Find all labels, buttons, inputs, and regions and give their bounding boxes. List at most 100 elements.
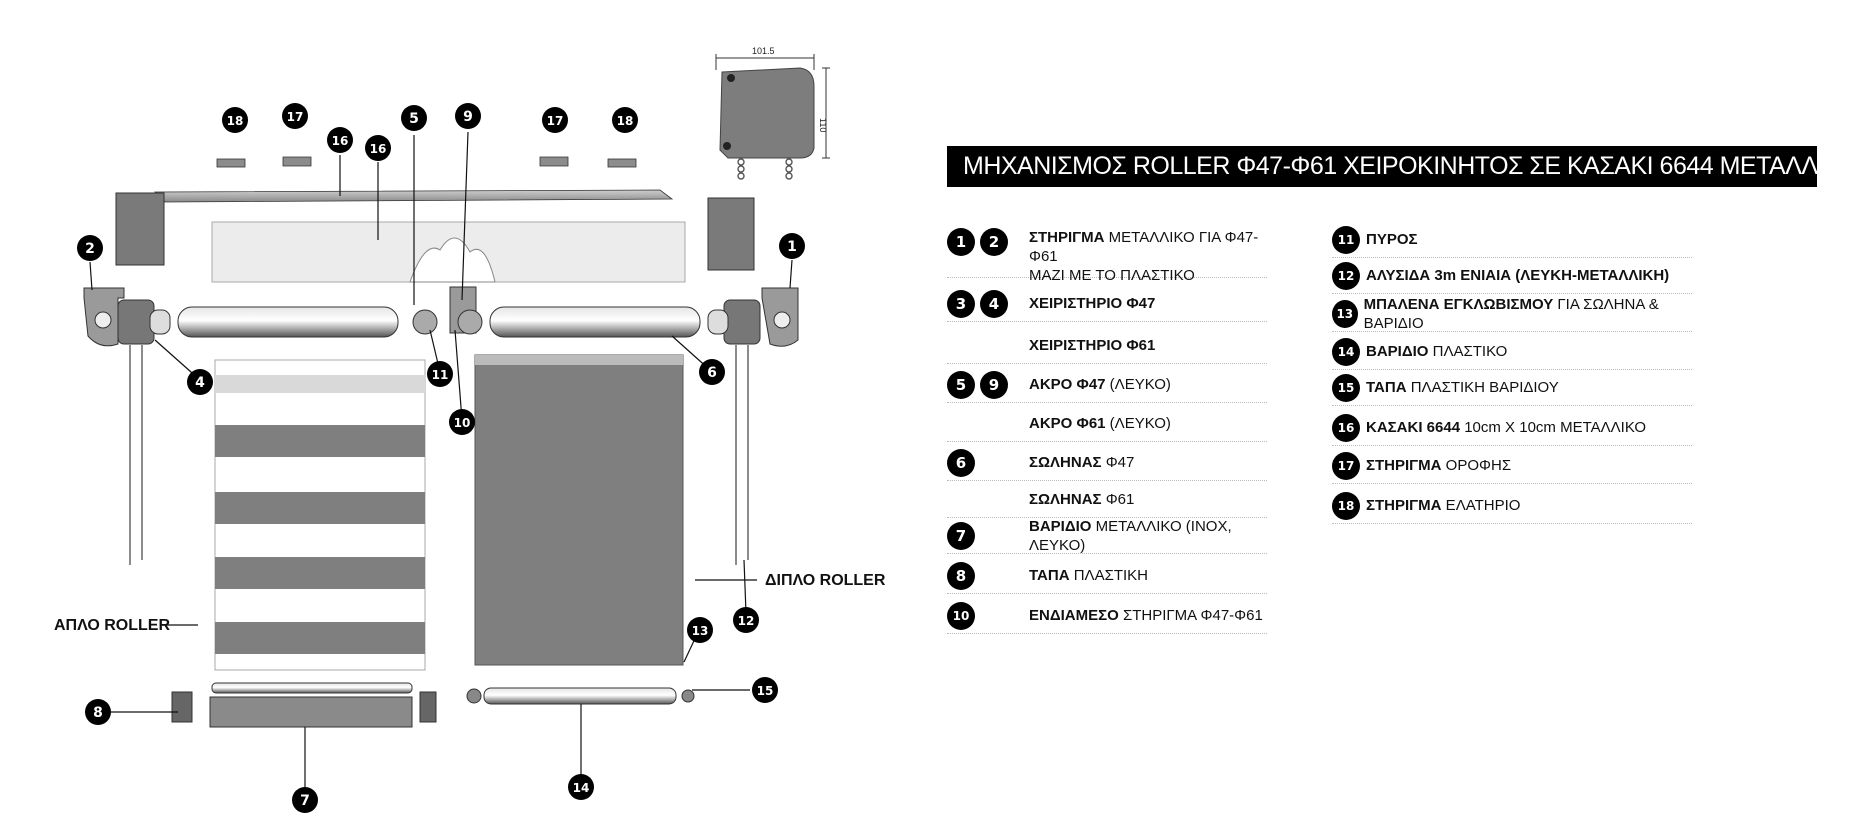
legend-label-rest: ΓΙΑ ΣΩΛΗΝΑ & ΒΑΡΙΔΙΟ <box>1363 295 1659 332</box>
legend-label-rest: 10cm Χ 10cm ΜΕΤΑΛΛΙΚΟ <box>1460 419 1647 436</box>
legend-badges: 8 <box>947 561 1023 590</box>
legend-badges: 13 <box>1332 299 1358 328</box>
exploded-diagram: 101.5 110 <box>54 46 886 813</box>
callout-1: 1 <box>779 233 805 259</box>
legend-item: 10 ΕΝΔΙΑΜΕΣΟ ΣΤΗΡΙΓΜΑ Φ47-Φ61 <box>947 598 1267 634</box>
legend-label: ΒΑΡΙΔΙΟ ΜΕΤΑΛΛΙΚΟ (ΙΝΟΧ, ΛΕΥΚΟ) <box>1029 517 1267 555</box>
legend-item: 11 ΠΥΡΟΣ <box>1332 222 1692 258</box>
legend-number-badge: 6 <box>947 448 975 477</box>
legend-badges: 11 <box>1332 225 1360 254</box>
legend-number-badge: 3 <box>947 289 975 318</box>
legend-label-strong: ΣΤΗΡΙΓΜΑ <box>1366 457 1442 474</box>
legend-badges: 16 <box>1332 413 1360 442</box>
svg-text:13: 13 <box>692 624 709 638</box>
legend-label-rest: (ΛΕΥΚΟ) <box>1105 415 1171 432</box>
legend-label-strong: ΠΥΡΟΣ <box>1366 231 1418 248</box>
callout-4: 4 <box>187 369 213 395</box>
legend-badges: 7 <box>947 521 1023 550</box>
callout-14: 14 <box>568 774 594 800</box>
legend-badges: 12 <box>1332 261 1360 290</box>
legend-label: ΒΑΡΙΔΙΟ ΠΛΑΣΤΙΚΟ <box>1366 342 1507 361</box>
svg-text:7: 7 <box>300 793 310 809</box>
legend-number-badge: 18 <box>1332 491 1360 520</box>
svg-text:17: 17 <box>287 110 304 124</box>
svg-text:5: 5 <box>409 111 419 127</box>
legend-number-badge: 5 <box>947 370 975 399</box>
callout-7: 7 <box>292 787 318 813</box>
legend-number-badge: 16 <box>1332 413 1360 442</box>
legend-label-strong: ΤΑΠΑ <box>1366 379 1407 396</box>
svg-text:18: 18 <box>617 114 634 128</box>
svg-text:10: 10 <box>454 416 471 430</box>
legend-label-strong: ΣΤΗΡΙΓΜΑ <box>1029 229 1105 246</box>
legend-item: ΣΩΛΗΝΑΣ Φ61 <box>947 482 1267 518</box>
legend-label: ΑΚΡΟ Φ61 (ΛΕΥΚΟ) <box>1029 414 1171 433</box>
legend-badges: 10 <box>947 601 1023 630</box>
end-brackets <box>83 287 799 347</box>
callout-5: 5 <box>401 105 427 131</box>
legend-number-badge: 4 <box>980 289 1008 318</box>
callout-15: 15 <box>752 677 778 703</box>
control-units <box>117 299 761 345</box>
legend-number-badge: 8 <box>947 561 975 590</box>
svg-text:16: 16 <box>332 134 349 148</box>
legend-label-rest: ΠΛΑΣΤΙΚΗ <box>1069 567 1149 584</box>
callout-16: 16 <box>365 135 391 161</box>
legend-item: 14 ΒΑΡΙΔΙΟ ΠΛΑΣΤΙΚΟ <box>1332 334 1692 370</box>
legend-label-rest: ΠΛΑΣΤΙΚΗ ΒΑΡΙΔΙΟΥ <box>1406 379 1559 396</box>
legend-badges: 6 <box>947 448 1023 477</box>
legend-label: ΕΝΔΙΑΜΕΣΟ ΣΤΗΡΙΓΜΑ Φ47-Φ61 <box>1029 606 1263 625</box>
legend-number-badge: 12 <box>1332 261 1360 290</box>
legend-number-badge: 13 <box>1332 299 1358 328</box>
legend-label: ΠΥΡΟΣ <box>1366 230 1418 249</box>
legend-label: ΣΩΛΗΝΑΣ Φ61 <box>1029 490 1134 509</box>
dimension-height: 110 <box>818 118 828 132</box>
legend-label-rest: ΜΕΤΑΛΛΙΚΟ ΓΙΑ Φ47-Φ61 <box>1029 229 1259 265</box>
legend-label-rest: Φ47 <box>1101 454 1135 471</box>
legend-label-strong: ΣΤΗΡΙΓΜΑ <box>1366 497 1442 514</box>
legend-label-strong: ΒΑΡΙΔΙΟ <box>1366 343 1429 360</box>
label-double-roller: ΔΙΠΛΟ ROLLER <box>765 572 886 589</box>
legend-number-badge: 10 <box>947 601 975 630</box>
legend-label: ΑΚΡΟ Φ47 (ΛΕΥΚΟ) <box>1029 375 1171 394</box>
callout-13: 13 <box>687 617 713 643</box>
tubes <box>177 286 701 338</box>
single-roller-fabric <box>214 359 426 671</box>
legend-item: 6 ΣΩΛΗΝΑΣ Φ47 <box>947 445 1267 481</box>
callout-16: 16 <box>327 127 353 153</box>
legend-label-line2: ΜΑΖΙ ΜΕ ΤΟ ΠΛΑΣΤΙΚΟ <box>1029 267 1195 284</box>
svg-text:9: 9 <box>463 109 473 125</box>
dimension-width: 101.5 <box>752 46 775 56</box>
cassette-profile: 101.5 110 <box>715 46 830 180</box>
legend-number-badge: 2 <box>980 228 1008 256</box>
legend-label-strong: ΑΚΡΟ Φ61 <box>1029 415 1106 432</box>
svg-text:12: 12 <box>738 614 755 628</box>
svg-text:17: 17 <box>547 114 564 128</box>
legend-number-badge: 15 <box>1332 373 1360 402</box>
legend-label-rest: ΠΛΑΣΤΙΚΟ <box>1428 343 1508 360</box>
legend-label-strong: ΧΕΙΡΙΣΤΗΡΙΟ Φ47 <box>1029 295 1156 312</box>
label-single-roller: ΑΠΛΟ ROLLER <box>54 617 170 634</box>
svg-text:1: 1 <box>787 239 797 255</box>
legend-label: ΣΩΛΗΝΑΣ Φ47 <box>1029 453 1134 472</box>
callout-9: 9 <box>455 103 481 129</box>
svg-text:8: 8 <box>93 705 103 721</box>
legend-label-strong: ΧΕΙΡΙΣΤΗΡΙΟ Φ61 <box>1029 337 1156 354</box>
legend-label-rest: ΟΡΟΦΗΣ <box>1441 457 1512 474</box>
callout-17: 17 <box>542 107 568 133</box>
callout-18: 18 <box>612 107 638 133</box>
callout-2: 2 <box>77 235 103 261</box>
svg-text:18: 18 <box>227 114 244 128</box>
legend-badges: 14 <box>1332 337 1360 366</box>
legend-number-badge: 7 <box>947 521 975 550</box>
svg-text:15: 15 <box>757 684 774 698</box>
legend-label-strong: ΕΝΔΙΑΜΕΣΟ <box>1029 607 1119 624</box>
svg-text:11: 11 <box>432 368 449 382</box>
bottom-bars <box>171 682 695 728</box>
